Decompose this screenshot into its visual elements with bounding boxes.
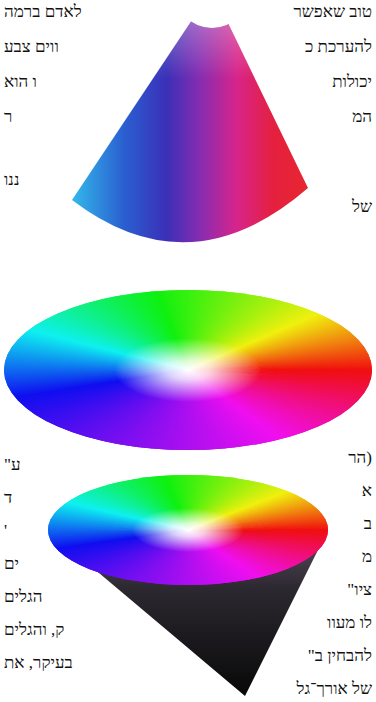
cone-body bbox=[72, 0, 308, 242]
color-wheel bbox=[0, 278, 376, 462]
text-fragment: מ bbox=[362, 547, 372, 567]
text-fragment: ב bbox=[364, 514, 372, 534]
text-fragment: בעיקר, את bbox=[4, 653, 73, 673]
text-fragment: (הר bbox=[348, 448, 372, 468]
text-fragment: ים bbox=[4, 554, 19, 574]
text-fragment: של bbox=[352, 197, 372, 217]
cone-slice bbox=[72, 0, 308, 242]
text-fragment: טוב שאפשר bbox=[293, 2, 372, 22]
cone-highlight bbox=[72, 0, 308, 242]
color-disk bbox=[27, 467, 349, 593]
text-fragment: להערכת כ bbox=[305, 37, 372, 57]
text-fragment: ו הוא bbox=[4, 72, 37, 92]
text-fragment: ד bbox=[4, 488, 12, 508]
text-fragment: ר bbox=[4, 107, 12, 127]
text-fragment: ציו" bbox=[347, 580, 372, 600]
text-fragment: יכולות bbox=[332, 72, 372, 92]
text-fragment: הגלים bbox=[4, 587, 42, 607]
text-fragment: להבחין ב" bbox=[308, 646, 372, 666]
text-fragment: של אורך־גל bbox=[296, 679, 372, 699]
text-fragment: א bbox=[362, 481, 372, 501]
disk-white-center bbox=[48, 475, 328, 585]
text-fragment: לו מעוו bbox=[327, 613, 372, 633]
text-fragment: המ bbox=[352, 107, 372, 127]
text-fragment: ק, והגלים bbox=[4, 620, 64, 640]
wheel-white-center bbox=[4, 290, 372, 450]
text-fragment: ווים צבע bbox=[4, 37, 59, 57]
text-fragment: ' bbox=[4, 521, 7, 541]
text-fragment: ננו bbox=[4, 170, 19, 190]
cone-apex-cap bbox=[174, 0, 250, 28]
text-fragment: לאדם ברמה bbox=[4, 2, 82, 22]
text-fragment: ע" bbox=[4, 455, 21, 475]
